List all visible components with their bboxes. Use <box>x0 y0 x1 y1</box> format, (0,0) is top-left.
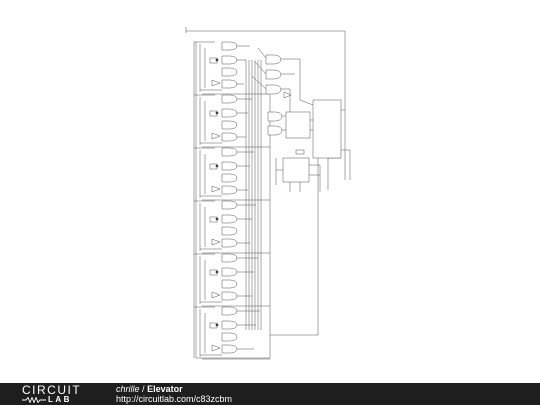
logic-gate <box>221 279 238 289</box>
encoder-wire <box>254 61 267 75</box>
encoder-gate <box>265 54 282 65</box>
buffer <box>211 238 221 246</box>
logic-gate <box>221 173 238 183</box>
controller-ic <box>312 99 342 159</box>
junction-dot <box>215 164 219 168</box>
logic-gate <box>221 320 238 330</box>
logic-gate <box>221 79 238 89</box>
logic-gate <box>221 253 238 263</box>
buffer <box>283 91 292 99</box>
logic-gate <box>221 132 238 142</box>
circuit-credits: chrille / Elevator <box>116 384 183 394</box>
junction-dot <box>215 323 219 327</box>
logic-gate <box>221 344 238 354</box>
resistor <box>295 149 305 155</box>
logic-gate <box>221 226 238 236</box>
elevator-schematic <box>185 27 351 360</box>
logic-gate <box>267 111 283 122</box>
logic-gate <box>221 55 238 65</box>
logic-gate <box>221 120 238 130</box>
credit-separator: / <box>142 384 145 394</box>
buffer <box>211 132 221 140</box>
logic-gate <box>221 161 238 171</box>
circuit-title: Elevator <box>147 384 183 394</box>
logic-gate <box>221 108 238 118</box>
junction-dot <box>215 111 219 115</box>
logic-gate <box>221 41 238 51</box>
logic-gate <box>221 185 238 195</box>
logic-gate <box>221 67 238 77</box>
circuitlab-logo[interactable]: CIRCUIT LAB <box>22 384 94 404</box>
logo-text-bottom: LAB <box>48 395 72 404</box>
encoder-gate <box>265 69 282 80</box>
encoder-wire <box>257 47 267 59</box>
buffer <box>211 291 221 299</box>
driver-block <box>282 157 310 183</box>
junction-dot <box>215 270 219 274</box>
junction-dot <box>215 217 219 221</box>
logic-gate <box>221 238 238 248</box>
logic-gate <box>221 94 238 104</box>
logo-text-top: CIRCUIT <box>22 383 82 397</box>
circuit-url[interactable]: http://circuitlab.com/c83zcbm <box>116 394 233 404</box>
schematic-wires <box>185 27 351 360</box>
buffer <box>211 185 221 193</box>
encoder-wire <box>251 75 267 90</box>
latch-block <box>285 111 311 139</box>
logic-gate <box>221 291 238 301</box>
logic-gate <box>221 267 238 277</box>
author-name[interactable]: chrille <box>116 384 140 394</box>
schematic-blocks <box>209 41 342 354</box>
logic-gate <box>221 214 238 224</box>
buffer <box>211 79 221 87</box>
footer-bar: CIRCUIT LAB chrille / Elevator http://ci… <box>0 383 540 405</box>
logic-gate <box>221 306 238 316</box>
logic-gate <box>221 200 238 210</box>
ic-wire <box>299 99 314 106</box>
logic-gate <box>221 147 238 157</box>
logic-gate <box>221 332 238 342</box>
logic-gate <box>267 125 283 136</box>
junction-dot <box>215 58 219 62</box>
resistor-icon <box>22 397 46 403</box>
buffer <box>211 344 221 352</box>
encoder-gate <box>265 84 282 95</box>
